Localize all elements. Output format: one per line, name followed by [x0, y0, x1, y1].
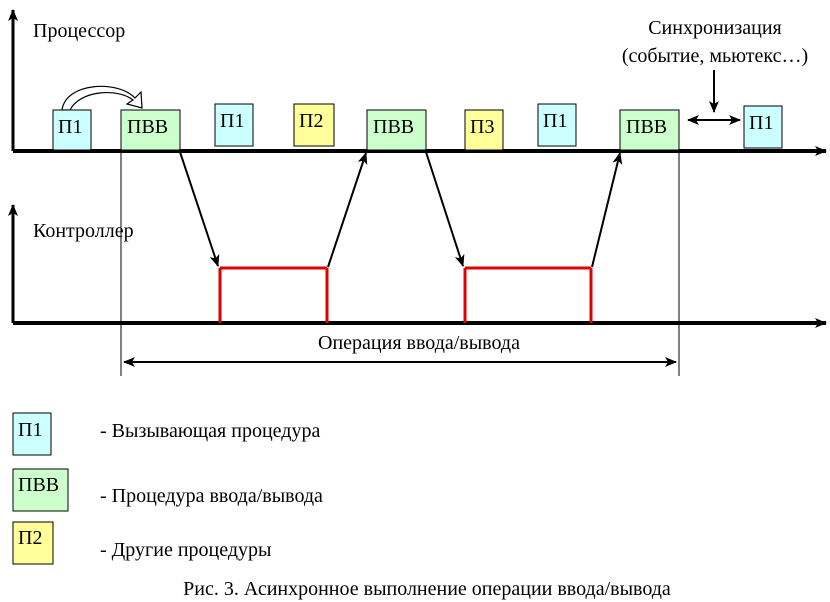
legend-io-proc-text: - Процедура ввода/вывода: [100, 485, 323, 507]
svg-text:П1: П1: [18, 419, 42, 441]
call-arrow: [61, 85, 143, 111]
svg-text:П1: П1: [58, 116, 82, 138]
block-p1-3: П1: [537, 103, 577, 147]
svg-text:П3: П3: [470, 116, 494, 138]
processor-label: Процессор: [33, 20, 125, 42]
svg-text:П2: П2: [18, 527, 42, 549]
svg-text:П2: П2: [299, 110, 323, 132]
controller-label: Контроллер: [33, 220, 134, 242]
io-operation-label: Операция ввода/вывода: [318, 332, 520, 354]
io-op-1: [218, 266, 329, 323]
block-pvv-2: ПВВ: [366, 109, 427, 151]
legend-item-io-proc: ПВВ - Процедура ввода/вывода: [12, 468, 323, 512]
io-op-2: [463, 266, 593, 323]
block-p2: П2: [293, 103, 335, 147]
svg-text:ПВВ: ПВВ: [127, 116, 168, 138]
svg-text:ПВВ: ПВВ: [626, 116, 667, 138]
sync-label-line2: (событие, мьютекс…): [622, 45, 808, 67]
legend-item-other: П2 - Другие процедуры: [12, 521, 271, 565]
block-pvv-1: ПВВ: [120, 109, 181, 151]
svg-text:П1: П1: [220, 110, 244, 132]
svg-text:П1: П1: [749, 112, 773, 134]
sync-label-line1: Синхронизация: [648, 17, 782, 39]
request-arrow-1: [179, 151, 220, 267]
block-pvv-3: ПВВ: [619, 109, 680, 151]
svg-text:П1: П1: [543, 110, 567, 132]
block-p1-1: П1: [52, 109, 92, 151]
figure-caption: Рис. 3. Асинхронное выполнение операции …: [183, 578, 671, 600]
request-arrow-2: [425, 151, 465, 267]
legend-other-text: - Другие процедуры: [100, 539, 271, 561]
block-p1-2: П1: [214, 103, 254, 147]
legend-item-caller: П1 - Вызывающая процедура: [12, 412, 320, 456]
block-p3: П3: [464, 109, 504, 151]
svg-text:ПВВ: ПВВ: [373, 116, 414, 138]
completion-arrow-2: [591, 152, 623, 268]
svg-text:ПВВ: ПВВ: [18, 474, 59, 496]
legend-caller-text: - Вызывающая процедура: [100, 420, 320, 442]
block-p1-4: П1: [743, 105, 783, 149]
completion-arrow-1: [327, 152, 368, 268]
